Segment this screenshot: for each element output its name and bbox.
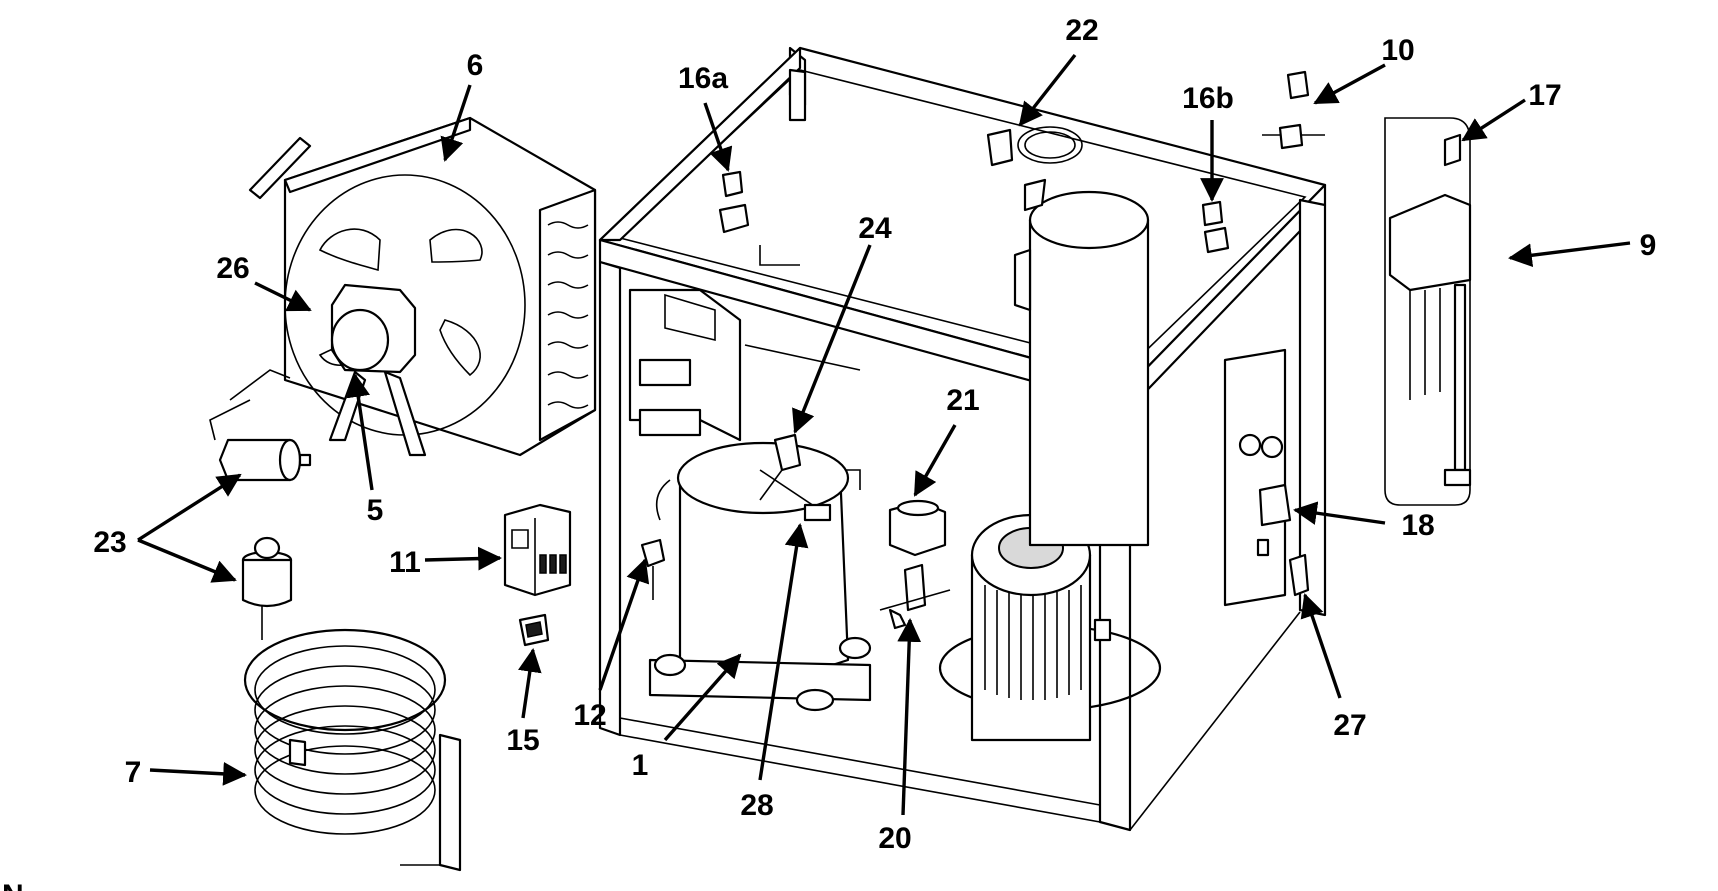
callout-20: 20 <box>878 822 911 855</box>
compressor <box>648 441 872 712</box>
condenser-assembly <box>229 116 597 457</box>
pump-motor <box>938 513 1162 742</box>
sensor-16a <box>718 170 750 234</box>
leader-24 <box>792 244 872 434</box>
footer-text: N <box>2 879 24 891</box>
leader-23b <box>137 538 237 583</box>
leader-12 <box>598 558 650 691</box>
contactor-part <box>503 503 572 597</box>
callout-18: 18 <box>1401 509 1434 542</box>
callout-12: 12 <box>573 699 606 732</box>
callout-6: 6 <box>467 49 484 82</box>
leader-lines <box>137 53 1631 816</box>
leader-17 <box>1461 98 1526 142</box>
fitting-10 <box>1262 70 1325 150</box>
refrigerant-coil <box>243 605 462 872</box>
callout-24: 24 <box>858 212 892 245</box>
start-relay <box>640 538 666 600</box>
leader-16a <box>703 102 733 172</box>
callout-16a: 16a <box>678 62 728 95</box>
tank <box>1013 190 1150 547</box>
callout-21: 21 <box>946 384 979 417</box>
callout-26: 26 <box>216 252 249 285</box>
leader-6 <box>440 84 472 162</box>
drier-assembly <box>209 399 312 608</box>
leader-1 <box>663 653 742 742</box>
pressure-switch-24 <box>759 433 802 501</box>
leader-28 <box>758 523 809 781</box>
callout-28: 28 <box>740 789 773 822</box>
valve-22 <box>986 126 1083 212</box>
leader-26 <box>254 281 312 312</box>
leader-11 <box>424 546 502 571</box>
leader-7 <box>149 761 247 786</box>
leader-27 <box>1300 593 1342 699</box>
condenser-coil-tubes <box>547 221 589 409</box>
callout-labels: 1 5 6 7 9 10 11 12 15 16a 16b 17 18 20 2… <box>2 14 1656 891</box>
leader-21 <box>913 424 957 497</box>
leader-18 <box>1293 501 1386 525</box>
callout-5: 5 <box>367 494 384 527</box>
side-panel <box>1223 348 1310 607</box>
leader-10 <box>1313 63 1386 105</box>
leader-15 <box>518 648 542 719</box>
callout-10: 10 <box>1381 34 1414 67</box>
callout-27: 27 <box>1333 709 1366 742</box>
callout-17: 17 <box>1528 79 1561 112</box>
leader-22 <box>1018 53 1077 127</box>
leader-5 <box>346 373 374 491</box>
leader-20 <box>897 618 922 816</box>
expansion-valve-20 <box>879 563 951 630</box>
callout-11: 11 <box>389 546 421 579</box>
callout-22: 22 <box>1065 14 1098 47</box>
solenoid-valve-21 <box>888 499 947 557</box>
float-box <box>1384 117 1472 506</box>
leader-9 <box>1508 241 1631 268</box>
callout-16b: 16b <box>1182 82 1234 115</box>
callout-23: 23 <box>93 526 126 559</box>
rocker-switch-part <box>518 613 550 647</box>
callout-9: 9 <box>1640 229 1657 262</box>
motor-fins <box>984 585 1082 700</box>
cabinet-frame <box>598 46 1327 832</box>
control-bracket <box>628 245 861 442</box>
callout-7: 7 <box>125 756 142 789</box>
callout-1: 1 <box>632 749 649 782</box>
callout-15: 15 <box>506 724 539 757</box>
sensor-16b <box>1201 200 1230 254</box>
leader-23a <box>137 473 242 542</box>
